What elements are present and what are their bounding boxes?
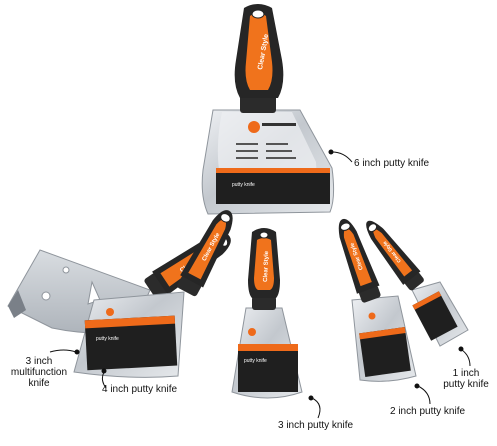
six-inch-putty-knife: putty knife Clear Style — [201, 4, 335, 215]
four-inch-card-title: putty knife — [96, 336, 119, 342]
one-inch-label: 1 inch putty knife — [436, 368, 496, 390]
six-inch-card-title: putty knife — [232, 182, 255, 188]
multifunction-label: 3 inch multifunction knife — [4, 356, 74, 389]
three-inch-arrow — [311, 397, 321, 419]
multifunction-arrow — [49, 349, 77, 353]
brand-logo-icon — [248, 121, 260, 133]
four-inch-putty-knife: putty knife Clear Style — [73, 210, 233, 378]
two-inch-arrow — [417, 385, 431, 405]
one-inch-label-line-2: putty knife — [443, 379, 489, 390]
multifunction-label-line-2: multifunction — [10, 367, 68, 378]
three-inch-handle-brand: Clear Style — [263, 250, 270, 282]
two-inch-putty-knife: Clear Style — [338, 218, 417, 382]
two-inch-label: 2 inch putty knife — [390, 406, 466, 417]
one-inch-label-line-1: 1 inch — [452, 368, 480, 379]
multifunction-label-line-3: knife — [28, 378, 50, 389]
six-inch-label: 6 inch putty knife — [354, 158, 430, 169]
one-inch-arrow — [461, 349, 471, 367]
multifunction-label-line-1: 3 inch — [25, 356, 53, 367]
three-inch-label: 3 inch putty knife — [278, 420, 354, 431]
four-inch-label: 4 inch putty knife — [102, 384, 178, 395]
three-inch-card-title: putty knife — [244, 358, 267, 364]
six-inch-arrow — [331, 151, 353, 163]
one-inch-putty-knife: Clear Style — [366, 220, 469, 347]
callout-arrows — [49, 149, 471, 419]
three-inch-putty-knife: putty knife Clear Style — [231, 228, 303, 399]
